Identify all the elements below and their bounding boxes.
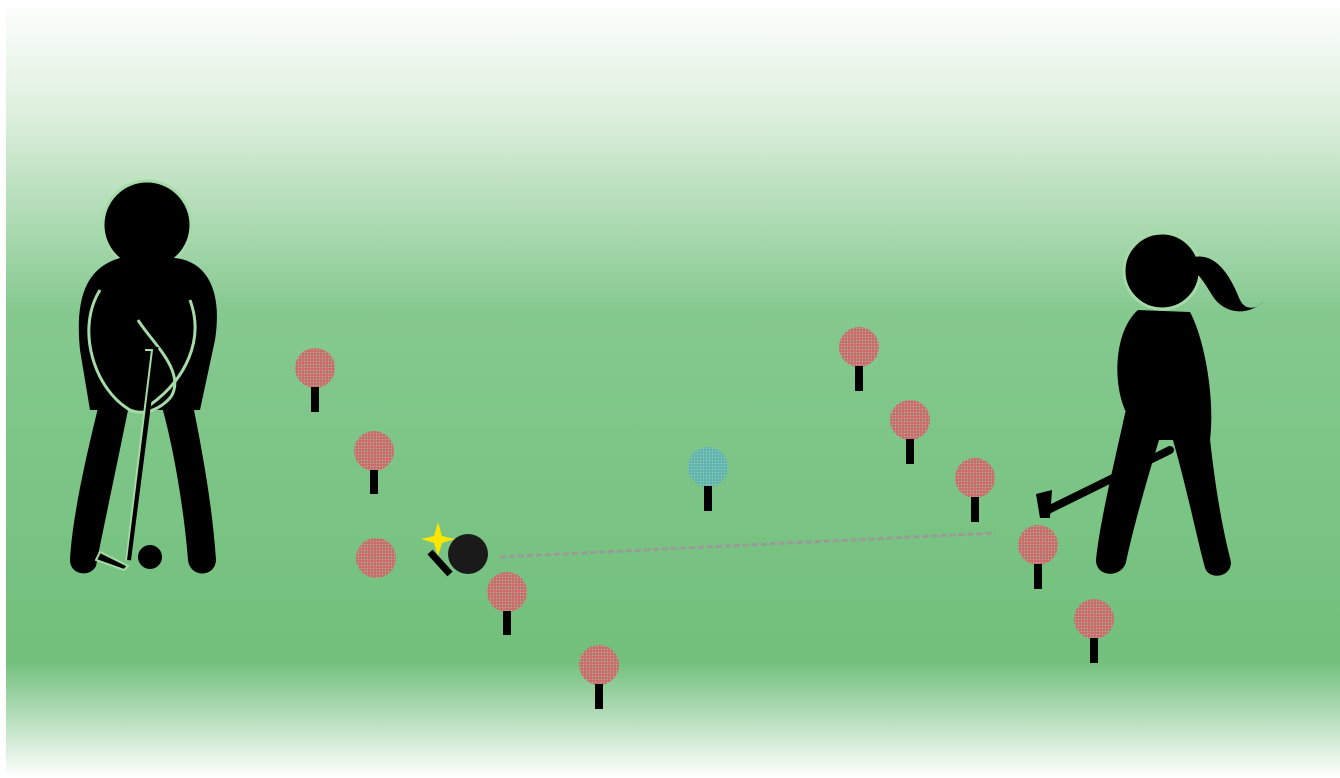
tee-ball [356, 538, 396, 578]
